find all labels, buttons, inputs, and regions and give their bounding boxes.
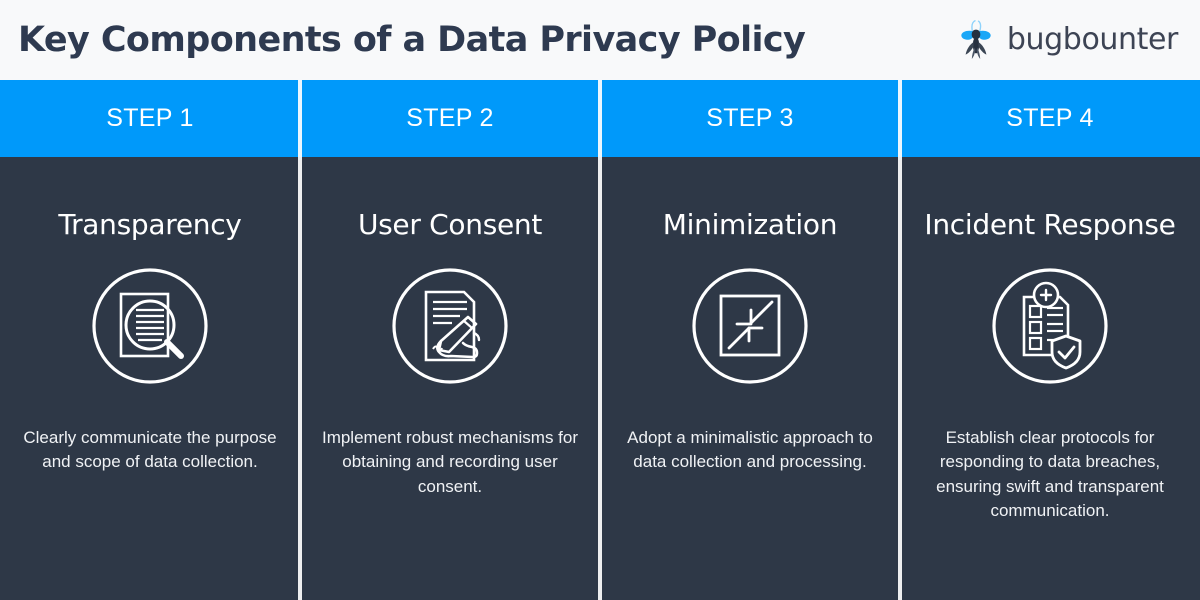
step-cell-3[interactable]: STEP 3 — [600, 80, 900, 157]
step-card-1[interactable]: Transparency Clear — [0, 157, 300, 600]
step-card-2[interactable]: User Consent — [300, 157, 600, 600]
step-description-4: Establish clear protocols for responding… — [936, 428, 1164, 521]
step-card-4[interactable]: Incident Response — [900, 157, 1200, 600]
step-title-1: Transparency — [58, 208, 242, 241]
step-cell-2[interactable]: STEP 2 — [300, 80, 600, 157]
column-divider-3 — [898, 80, 902, 600]
page-header: Key Components of a Data Privacy Policy — [0, 0, 1200, 80]
step-title-4: Incident Response — [924, 208, 1176, 241]
step-label-1: STEP 1 — [106, 104, 194, 132]
checklist-shield-icon — [988, 264, 1112, 388]
step-label-4: STEP 4 — [1006, 104, 1094, 132]
step-label-3: STEP 3 — [706, 104, 794, 132]
bug-logo-icon — [959, 20, 993, 60]
page-title: Key Components of a Data Privacy Policy — [18, 19, 806, 60]
step-cell-4[interactable]: STEP 4 — [900, 80, 1200, 157]
step-description-2: Implement robust mechanisms for obtainin… — [321, 428, 579, 496]
step-cell-1[interactable]: STEP 1 — [0, 80, 300, 157]
step-card-3[interactable]: Minimization Adopt a minimalistic approa… — [600, 157, 900, 600]
document-magnifier-icon — [88, 264, 212, 388]
step-description-1: Clearly communicate the purpose and scop… — [23, 428, 277, 472]
step-label-2: STEP 2 — [406, 104, 494, 132]
brand-name: bugbounter — [1006, 22, 1178, 57]
column-divider-1 — [298, 80, 302, 600]
step-description-3: Adopt a minimalistic approach to data co… — [627, 428, 873, 472]
step-title-3: Minimization — [662, 208, 838, 241]
brand-lockup: bugbounter — [959, 20, 1184, 60]
step-title-2: User Consent — [357, 208, 543, 241]
signing-document-hand-pen-icon — [388, 264, 512, 388]
compress-inward-arrows-icon — [688, 264, 812, 388]
column-divider-2 — [598, 80, 602, 600]
